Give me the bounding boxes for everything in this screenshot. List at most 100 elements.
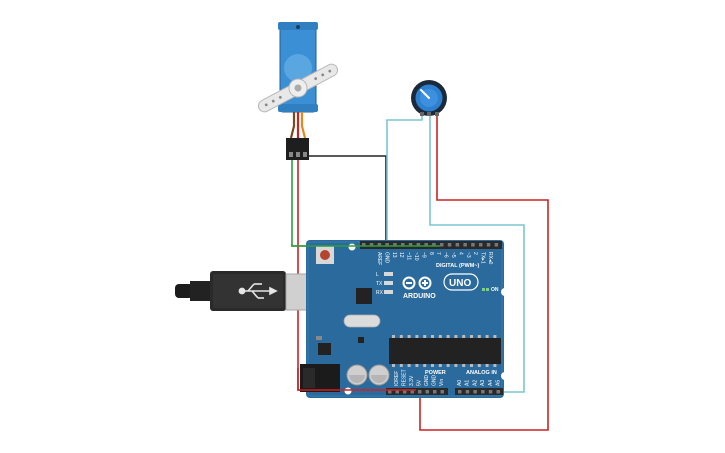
power-pin-socket[interactable] — [433, 390, 437, 394]
bottom-header-pins — [388, 390, 500, 394]
led-label: L — [376, 272, 379, 278]
wire-pot-left — [386, 112, 423, 246]
chip-leg — [493, 335, 497, 338]
usb-cable-strain — [175, 284, 193, 298]
chip-leg — [446, 364, 450, 367]
board-mount-hole-1 — [348, 243, 356, 251]
power-header-label: POWER — [425, 370, 446, 376]
digital-pin-socket[interactable] — [440, 243, 444, 247]
power-pin-socket[interactable] — [403, 390, 407, 394]
digital-pin-socket[interactable] — [471, 243, 475, 247]
chip-leg — [485, 364, 489, 367]
chip-leg — [423, 335, 427, 338]
digital-header[interactable] — [360, 241, 502, 249]
status-led — [384, 281, 393, 285]
analog-pin-socket[interactable] — [473, 390, 477, 394]
power-pin-label: GND — [424, 375, 430, 387]
digital-pin-label: 12 — [398, 252, 404, 258]
digital-pin-socket[interactable] — [463, 243, 467, 247]
digital-pin-label: ~3 — [465, 252, 471, 258]
status-led — [384, 290, 393, 294]
digital-pin-socket[interactable] — [447, 243, 452, 247]
chip-leg — [407, 335, 411, 338]
chip-leg — [407, 364, 411, 367]
analog-pin-socket[interactable] — [458, 390, 462, 394]
power-pin-socket[interactable] — [395, 390, 400, 394]
power-pin-socket[interactable] — [388, 390, 392, 394]
digital-pin-socket[interactable] — [424, 243, 428, 247]
chip-leg — [392, 335, 395, 338]
digital-pin-socket[interactable] — [362, 243, 366, 247]
digital-pin-socket[interactable] — [432, 243, 436, 247]
power-pin-label: RESET — [402, 369, 408, 386]
digital-pin-socket[interactable] — [401, 243, 405, 247]
potentiometer[interactable] — [411, 80, 447, 116]
digital-pin-label: GND — [383, 252, 389, 264]
power-pin-label: 5V — [417, 379, 423, 386]
wire-servo-ground — [305, 155, 387, 246]
chip-leg — [470, 335, 473, 338]
analog-pin-socket[interactable] — [465, 390, 470, 394]
power-header[interactable] — [386, 388, 448, 395]
digital-pin-socket[interactable] — [455, 243, 460, 247]
digital-pin-socket[interactable] — [408, 243, 413, 247]
digital-pin-socket[interactable] — [393, 243, 397, 247]
analog-pin-label: A0 — [457, 380, 463, 386]
board-model-badge — [443, 273, 479, 291]
board-model: UNO — [449, 278, 471, 289]
chip-legs — [392, 335, 497, 367]
chip-leg — [399, 335, 403, 338]
digital-header-pins — [362, 243, 499, 247]
digital-pin-label: TX▸1 — [480, 252, 486, 264]
chip-leg — [477, 335, 481, 338]
usb-interface-chip — [356, 288, 372, 304]
digital-pin-label: ~6 — [443, 252, 449, 258]
chip-leg — [415, 364, 419, 367]
servo-horn[interactable] — [255, 59, 341, 116]
servo-mount-bottom — [278, 104, 318, 112]
analog-pin-socket[interactable] — [481, 390, 485, 394]
chip-leg — [431, 364, 434, 367]
board-mount-hole-4 — [344, 387, 352, 395]
chip-leg — [454, 364, 458, 367]
digital-pin-socket[interactable] — [494, 243, 499, 247]
analog-pin-label: A2 — [472, 380, 478, 386]
chip-leg — [438, 364, 442, 367]
board-brand: ARDUINO — [403, 293, 436, 300]
digital-pin-socket[interactable] — [369, 243, 374, 247]
chip-leg — [462, 335, 466, 338]
servo-motor[interactable] — [255, 22, 341, 160]
wire-signal-overlay — [291, 244, 440, 247]
digital-pin-socket[interactable] — [416, 243, 421, 247]
digital-pin-socket[interactable] — [377, 243, 382, 247]
chip-leg — [454, 335, 458, 338]
digital-pin-socket[interactable] — [486, 243, 491, 247]
arduino-logo — [402, 276, 432, 290]
power-pin-socket[interactable] — [418, 390, 422, 394]
chip-leg — [438, 335, 442, 338]
chip-leg — [462, 364, 466, 367]
digital-pin-label: ~5 — [450, 252, 456, 258]
analog-header[interactable] — [455, 388, 503, 395]
wire-pot-right — [419, 112, 549, 431]
power-pin-label: 3.3V — [409, 375, 415, 386]
digital-pin-label: 13 — [391, 252, 397, 258]
chip-leg — [392, 364, 395, 367]
power-pin-socket[interactable] — [440, 390, 445, 394]
power-pin-socket[interactable] — [410, 390, 415, 394]
reset-button[interactable] — [320, 250, 330, 260]
analog-pin-socket[interactable] — [488, 390, 493, 394]
power-pin-label: Vin — [439, 379, 445, 386]
atmega-chip — [389, 338, 501, 364]
digital-pin-socket[interactable] — [479, 243, 483, 247]
analog-pin-label: A4 — [488, 380, 494, 386]
digital-pin-label: AREF — [376, 252, 382, 265]
digital-pin-label: RX◂0 — [487, 252, 493, 264]
power-pin-socket[interactable] — [425, 390, 430, 394]
digital-pin-label: 2 — [472, 252, 478, 255]
analog-pin-socket[interactable] — [496, 390, 501, 394]
digital-pin-socket[interactable] — [385, 243, 389, 247]
